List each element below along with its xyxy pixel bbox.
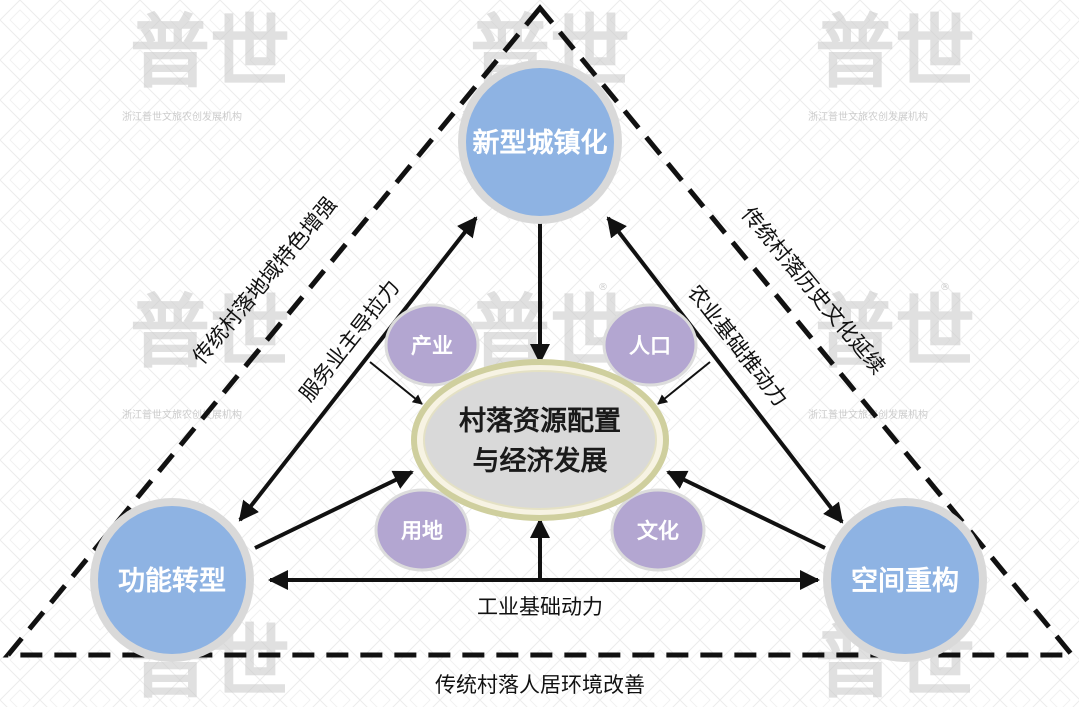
center-node: 村落资源配置 与经济发展 <box>411 359 669 521</box>
node-left-circle <box>98 506 246 654</box>
arrow-population <box>657 361 711 405</box>
watermark-glyph: 普世 <box>130 5 290 99</box>
arrow-group <box>238 216 844 590</box>
watermark-caption: 浙江普世文旅农创发展机构 <box>122 110 242 123</box>
resource-population-circle <box>602 303 698 387</box>
node-left: 功能转型 <box>90 498 254 662</box>
watermark-registered: ® <box>598 282 608 293</box>
arrow-top-right <box>606 216 844 524</box>
node-left-label: 功能转型 <box>118 565 226 597</box>
resource-land: 用地 <box>374 488 470 572</box>
node-top-label: 新型城镇化 <box>473 127 608 159</box>
resource-land-label: 用地 <box>401 519 443 543</box>
resource-industry: 产业 <box>384 303 480 387</box>
watermark-caption: 浙江普世文旅农创发展机构 <box>808 110 928 123</box>
resource-population: 人口 <box>602 303 698 387</box>
center-inner-ring <box>423 370 657 510</box>
arrow-left-center <box>254 470 414 550</box>
resource-industry-label: 产业 <box>411 334 453 358</box>
node-right-label: 空间重构 <box>851 565 959 597</box>
watermark-glyph: 普世 <box>815 5 975 99</box>
arrow-right-center <box>666 470 826 550</box>
resource-culture: 文化 <box>610 488 706 572</box>
watermark-top-left: 普世 浙江普世文旅农创发展机构 <box>122 5 290 123</box>
watermark-caption: 浙江普世文旅农创发展机构 <box>122 408 242 421</box>
node-top-circle <box>466 68 614 216</box>
resource-culture-label: 文化 <box>637 519 679 543</box>
node-top: 新型城镇化 <box>458 60 622 224</box>
watermark-top-right: 普世 浙江普世文旅农创发展机构 <box>808 5 975 123</box>
center-label-line1: 村落资源配置 <box>459 406 621 437</box>
resource-industry-circle <box>384 303 480 387</box>
center-label-line2: 与经济发展 <box>473 445 608 477</box>
resource-culture-circle <box>610 488 706 572</box>
watermark-registered: ® <box>940 282 950 293</box>
node-right-circle <box>831 506 979 654</box>
outer-label-bottom: 传统村落人居环境改善 <box>435 673 645 697</box>
resource-population-label: 人口 <box>629 334 671 358</box>
arrow-industry <box>369 361 423 405</box>
resource-land-circle <box>374 488 470 572</box>
arrow-top-left <box>238 216 478 522</box>
node-right: 空间重构 <box>823 498 987 662</box>
edge-label-bottom-inner: 工业基础动力 <box>477 595 603 619</box>
